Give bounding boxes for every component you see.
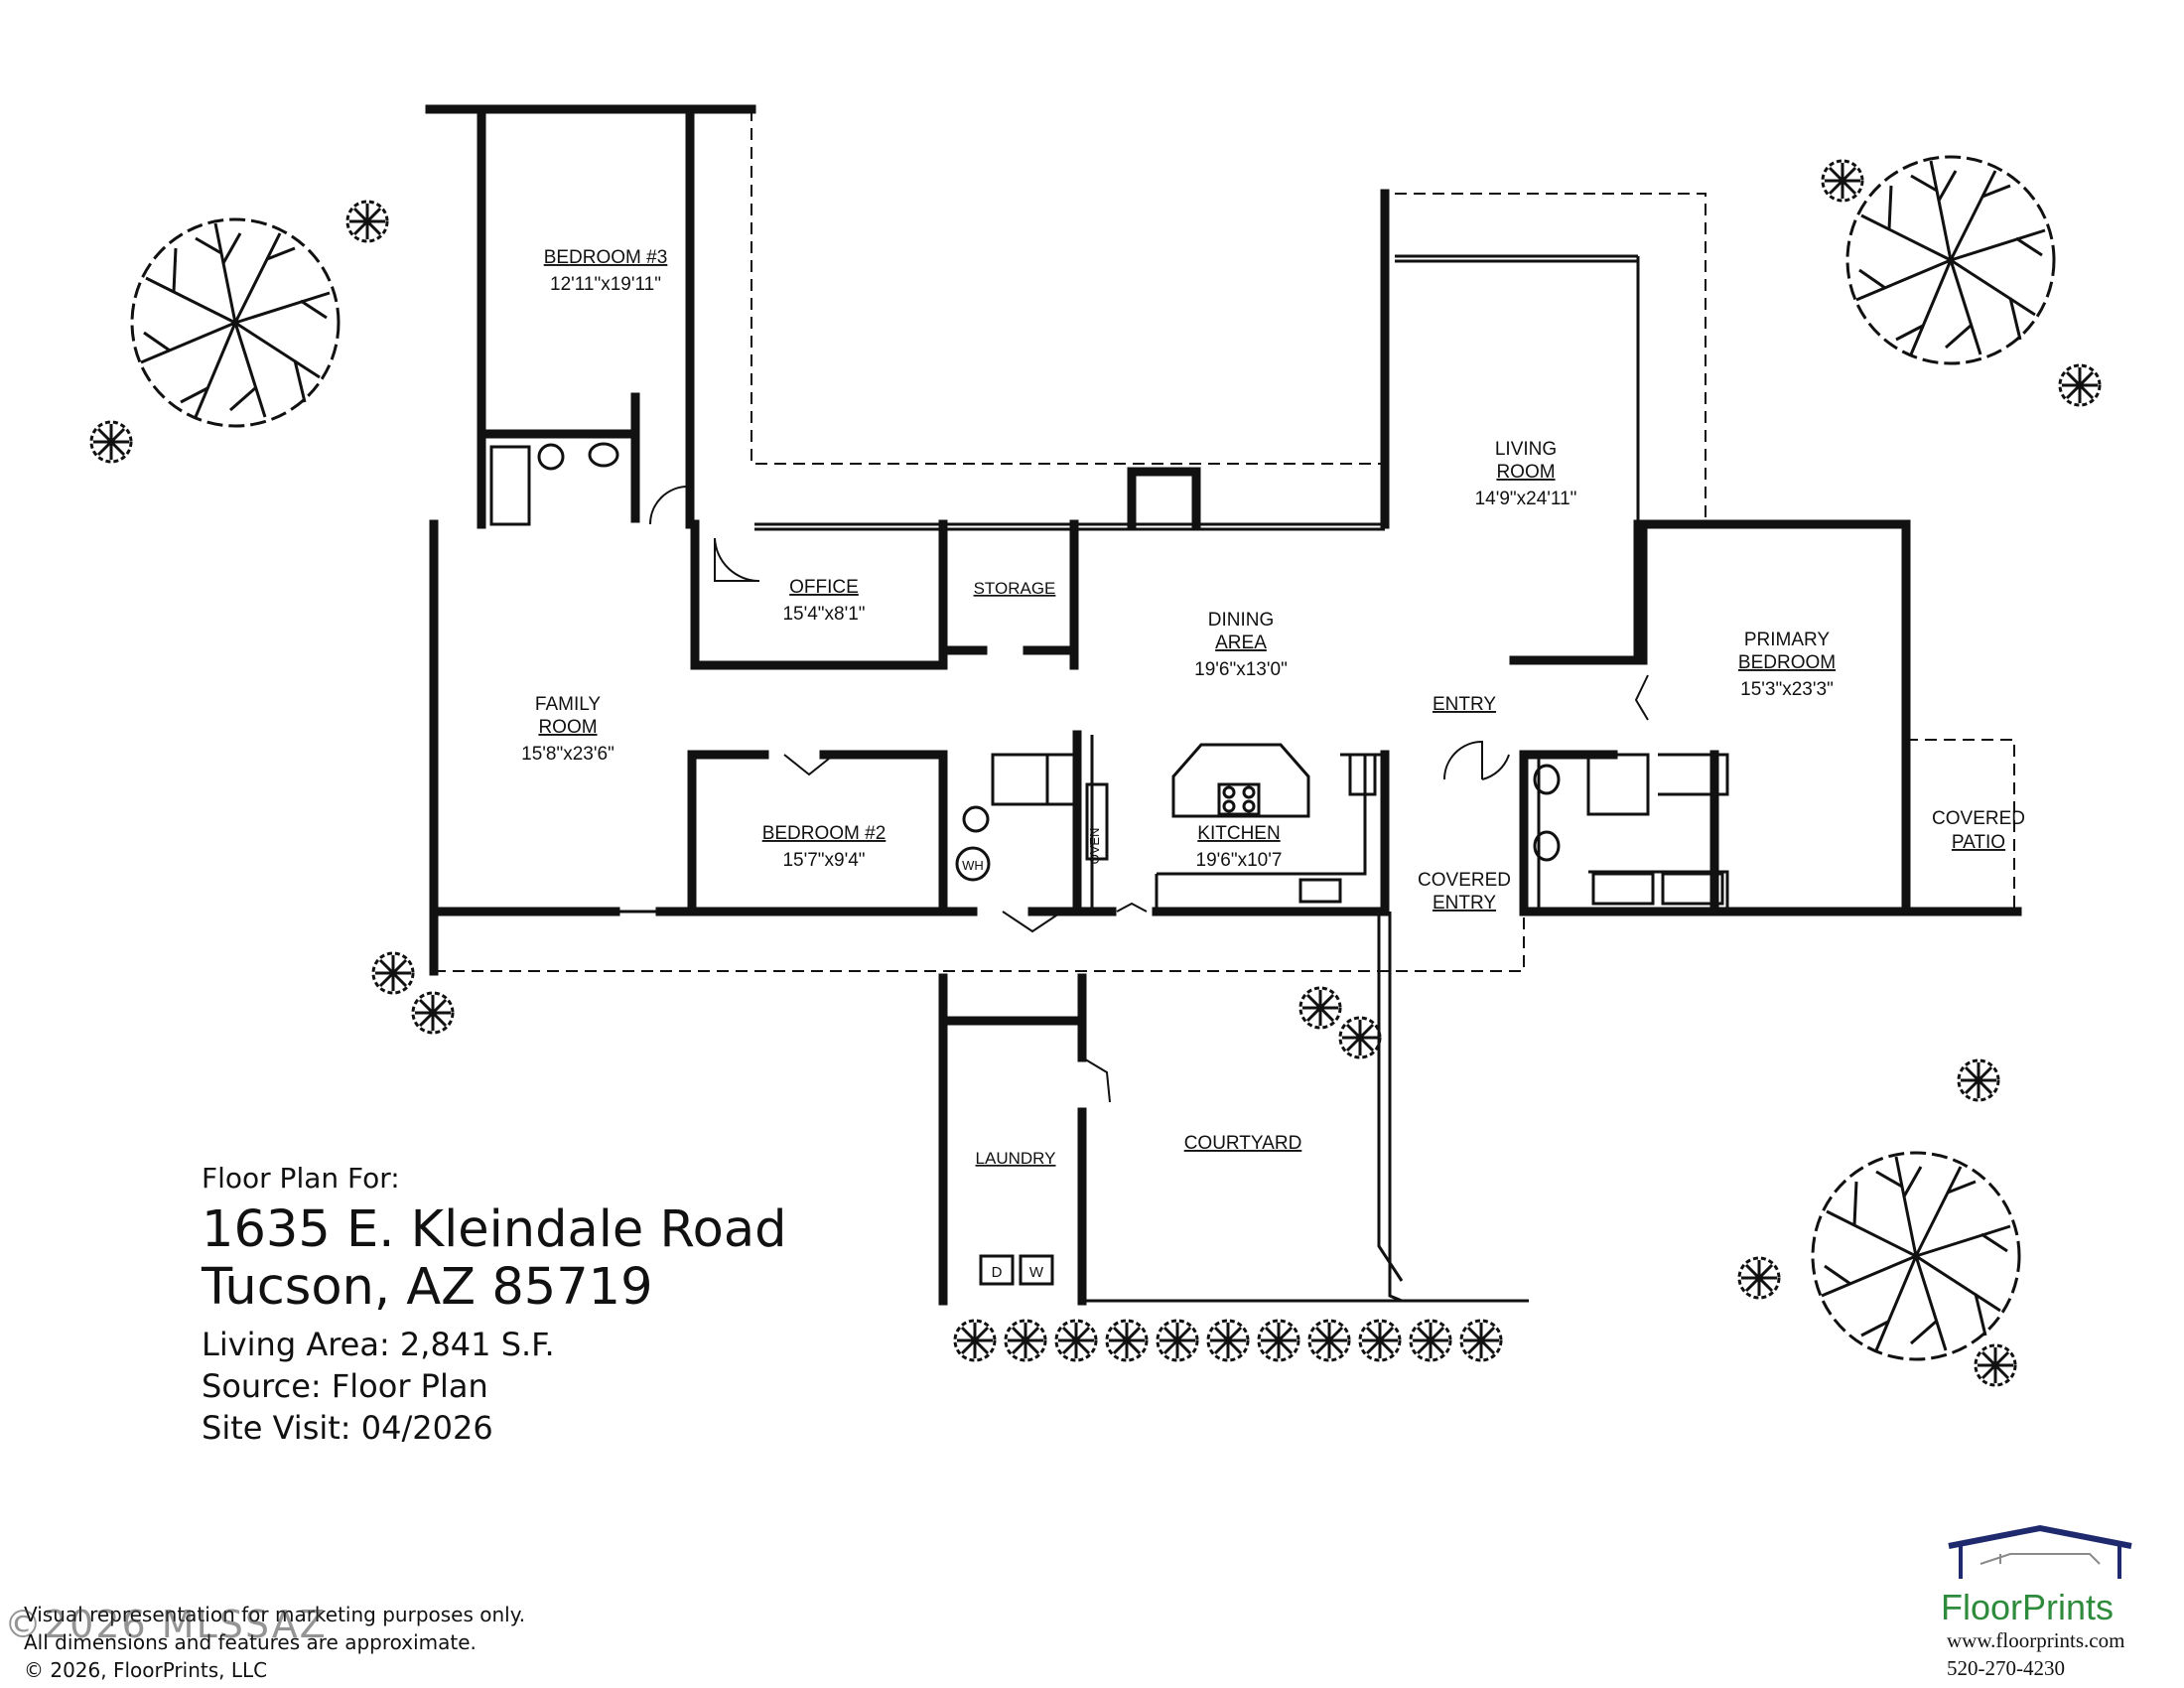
room-courtyard-name: COURTYARD (1184, 1133, 1302, 1154)
door-swings (649, 485, 1649, 1103)
room-dining-name2: AREA (1215, 633, 1267, 653)
room-bedroom2-dims: 15'7"x9'4" (782, 850, 865, 871)
water-heater-label: WH (962, 858, 984, 873)
info-site-visit: Site Visit: 04/2026 (202, 1409, 493, 1447)
info-city: Tucson, AZ 85719 (202, 1258, 653, 1317)
room-living-dims: 14'9"x24'11" (1475, 489, 1577, 509)
room-storage-name: STORAGE (974, 579, 1056, 598)
room-primary-name2: BEDROOM (1738, 652, 1836, 673)
room-covered-entry-name2: ENTRY (1433, 893, 1496, 914)
room-primary-dims: 15'3"x23'3" (1740, 679, 1834, 700)
room-office-name: OFFICE (789, 577, 859, 598)
room-family-dims: 15'8"x23'6" (521, 744, 614, 765)
thin-walls (467, 254, 1906, 1303)
disclaimer-line-1: Visual representation for marketing purp… (24, 1603, 526, 1626)
disclaimer-copyright: © 2026, FloorPrints, LLC (24, 1658, 268, 1682)
room-family-name2: ROOM (538, 717, 597, 738)
room-kitchen-name: KITCHEN (1197, 823, 1280, 844)
brand-phone: 520-270-4230 (1947, 1656, 2065, 1680)
disclaimer-line-2: All dimensions and features are approxim… (24, 1630, 477, 1654)
fixtures (489, 442, 1724, 1286)
oven-label: OVEN (1087, 828, 1102, 865)
room-entry-name: ENTRY (1433, 694, 1496, 715)
walls (425, 104, 2022, 1306)
info-label: Floor Plan For: (202, 1162, 400, 1195)
room-bedroom2-name: BEDROOM #2 (762, 823, 887, 844)
watermark: ©2026 MLSSAZ (4, 1603, 328, 1646)
room-dining-name: DINING (1208, 610, 1275, 631)
brand-block: FloorPrints www.floorprints.com 520-270-… (1941, 1524, 2169, 1680)
info-source: Source: Floor Plan (202, 1367, 488, 1405)
room-bedroom3-dims: 12'11"x19'11" (550, 274, 661, 295)
dashed-patio-outlines (434, 109, 2015, 972)
room-dining-dims: 19'6"x13'0" (1194, 659, 1288, 680)
room-family-name: FAMILY (535, 694, 601, 715)
brand-website[interactable]: www.floorprints.com (1947, 1628, 2125, 1652)
room-patio-name2: PATIO (1952, 832, 2005, 853)
room-living-name2: ROOM (1496, 462, 1555, 483)
room-bedroom3-name: BEDROOM #3 (544, 247, 668, 268)
washer-label: W (1029, 1264, 1044, 1281)
room-office-dims: 15'4"x8'1" (782, 604, 865, 625)
room-laundry-name: LAUNDRY (976, 1149, 1056, 1168)
floorprints-logo-icon (1948, 1524, 2132, 1579)
room-living-name: LIVING (1495, 439, 1557, 460)
room-kitchen-dims: 19'6"x10'7 (1196, 850, 1283, 871)
room-covered-entry-name: COVERED (1418, 870, 1511, 891)
room-patio-name: COVERED (1932, 808, 2025, 829)
info-living-area: Living Area: 2,841 S.F. (202, 1326, 555, 1363)
brand-name: FloorPrints (1941, 1587, 2115, 1627)
dryer-label: D (992, 1264, 1003, 1281)
room-primary-name: PRIMARY (1744, 630, 1831, 650)
room-labels: BEDROOM #3 12'11"x19'11" OFFICE 15'4"x8'… (521, 247, 2025, 1281)
info-address: 1635 E. Kleindale Road (202, 1200, 787, 1259)
